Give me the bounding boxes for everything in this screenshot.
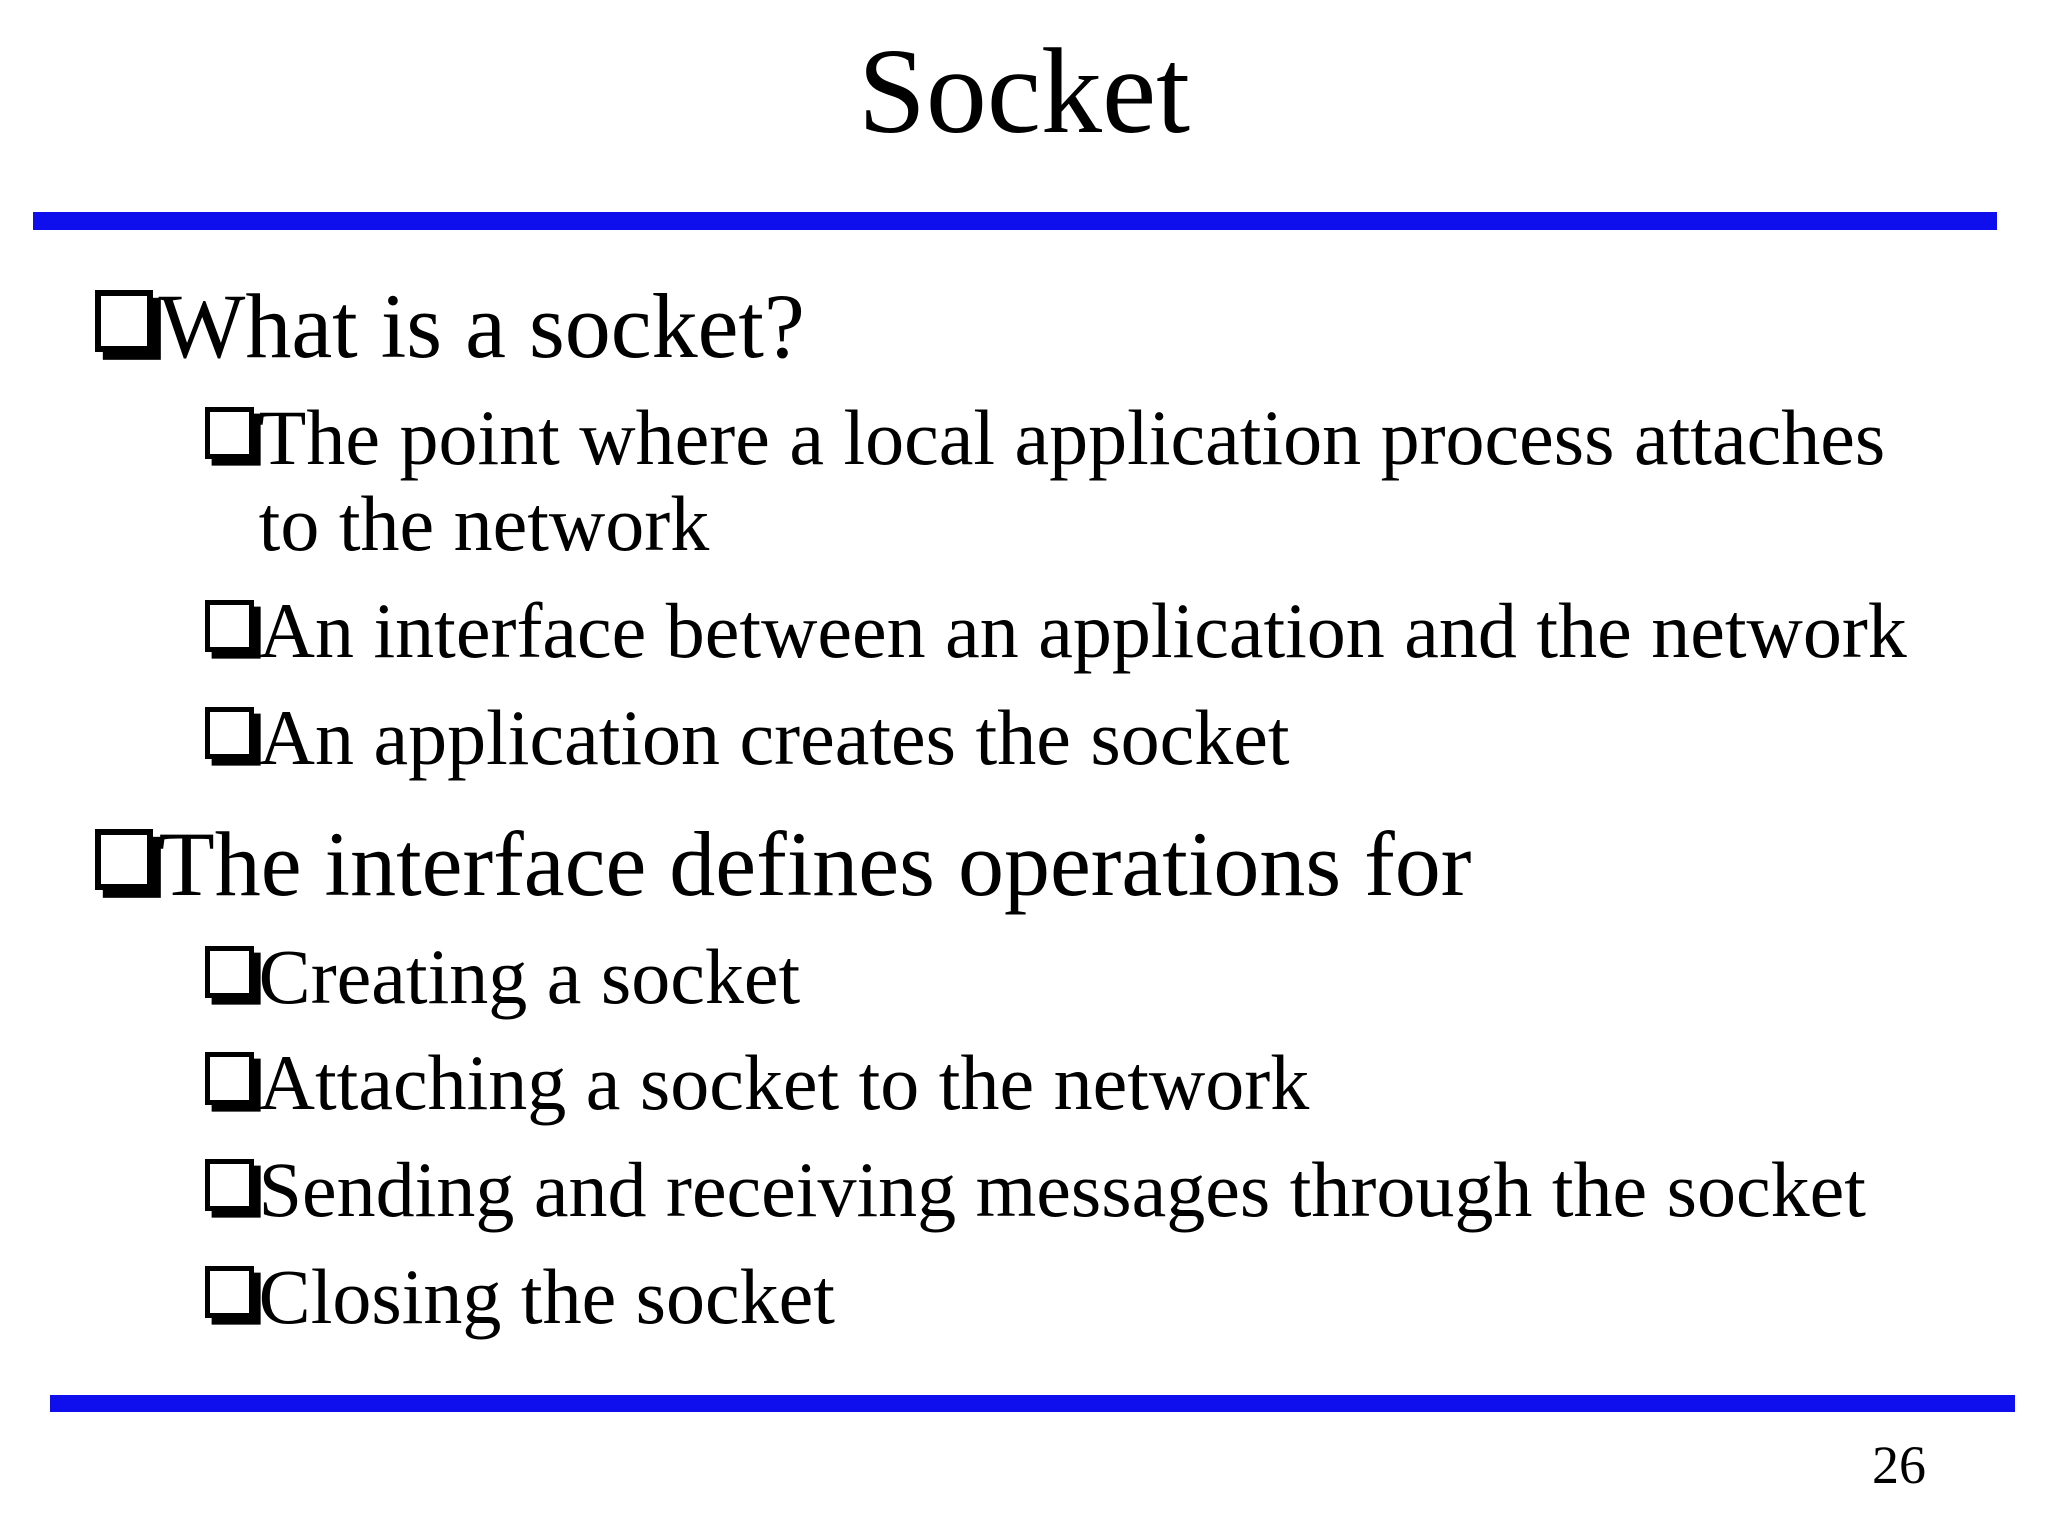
bottom-divider-rule (50, 1395, 2015, 1412)
bullet-item-text: The interface defines operations for (158, 813, 1472, 916)
shadowed-square-bullet-icon (205, 1052, 254, 1105)
bullet-item-text: Closing the socket (258, 1252, 835, 1340)
bullet-item-level1: The interface defines operations for (95, 814, 1963, 915)
bullet-item-level2: The point where a local application proc… (205, 395, 1963, 567)
top-divider-rule (33, 212, 1997, 230)
bullet-item-level2: Attaching a socket to the network (205, 1040, 1963, 1126)
bullet-item-text: What is a socket? (158, 275, 805, 377)
bullet-list: What is a socket? The point where a local… (95, 275, 1963, 1361)
shadowed-square-bullet-icon (205, 407, 254, 460)
page-number: 26 (1872, 1435, 1926, 1495)
shadowed-square-bullet-icon (205, 706, 254, 759)
shadowed-square-bullet-icon (95, 828, 153, 891)
shadowed-square-bullet-icon (205, 1159, 254, 1212)
bullet-item-text: Creating a socket (258, 932, 801, 1020)
bullet-item-text: Sending and receiving messages through t… (258, 1146, 1866, 1234)
bullet-item-level2: An interface between an application and … (205, 586, 1963, 674)
shadowed-square-bullet-icon (205, 599, 254, 652)
bullet-item-text: An application creates the socket (258, 693, 1290, 781)
bullet-item-text: The point where a local application proc… (258, 394, 1886, 567)
slide-title: Socket (857, 24, 1191, 159)
shadowed-square-bullet-icon (205, 1266, 254, 1319)
bullet-item-level2: Sending and receiving messages through t… (205, 1147, 1963, 1233)
bullet-item-text: An interface between an application and … (258, 586, 1907, 674)
bullet-item-level2: An application creates the socket (205, 693, 1963, 781)
bullet-item-level2: Closing the socket (205, 1254, 1963, 1340)
shadowed-square-bullet-icon (95, 290, 153, 352)
bullet-item-level2: Creating a socket (205, 932, 1963, 1020)
bullet-item-text: Attaching a socket to the network (258, 1039, 1310, 1127)
shadowed-square-bullet-icon (205, 945, 254, 998)
bullet-item-level1: What is a socket? (95, 275, 1963, 377)
